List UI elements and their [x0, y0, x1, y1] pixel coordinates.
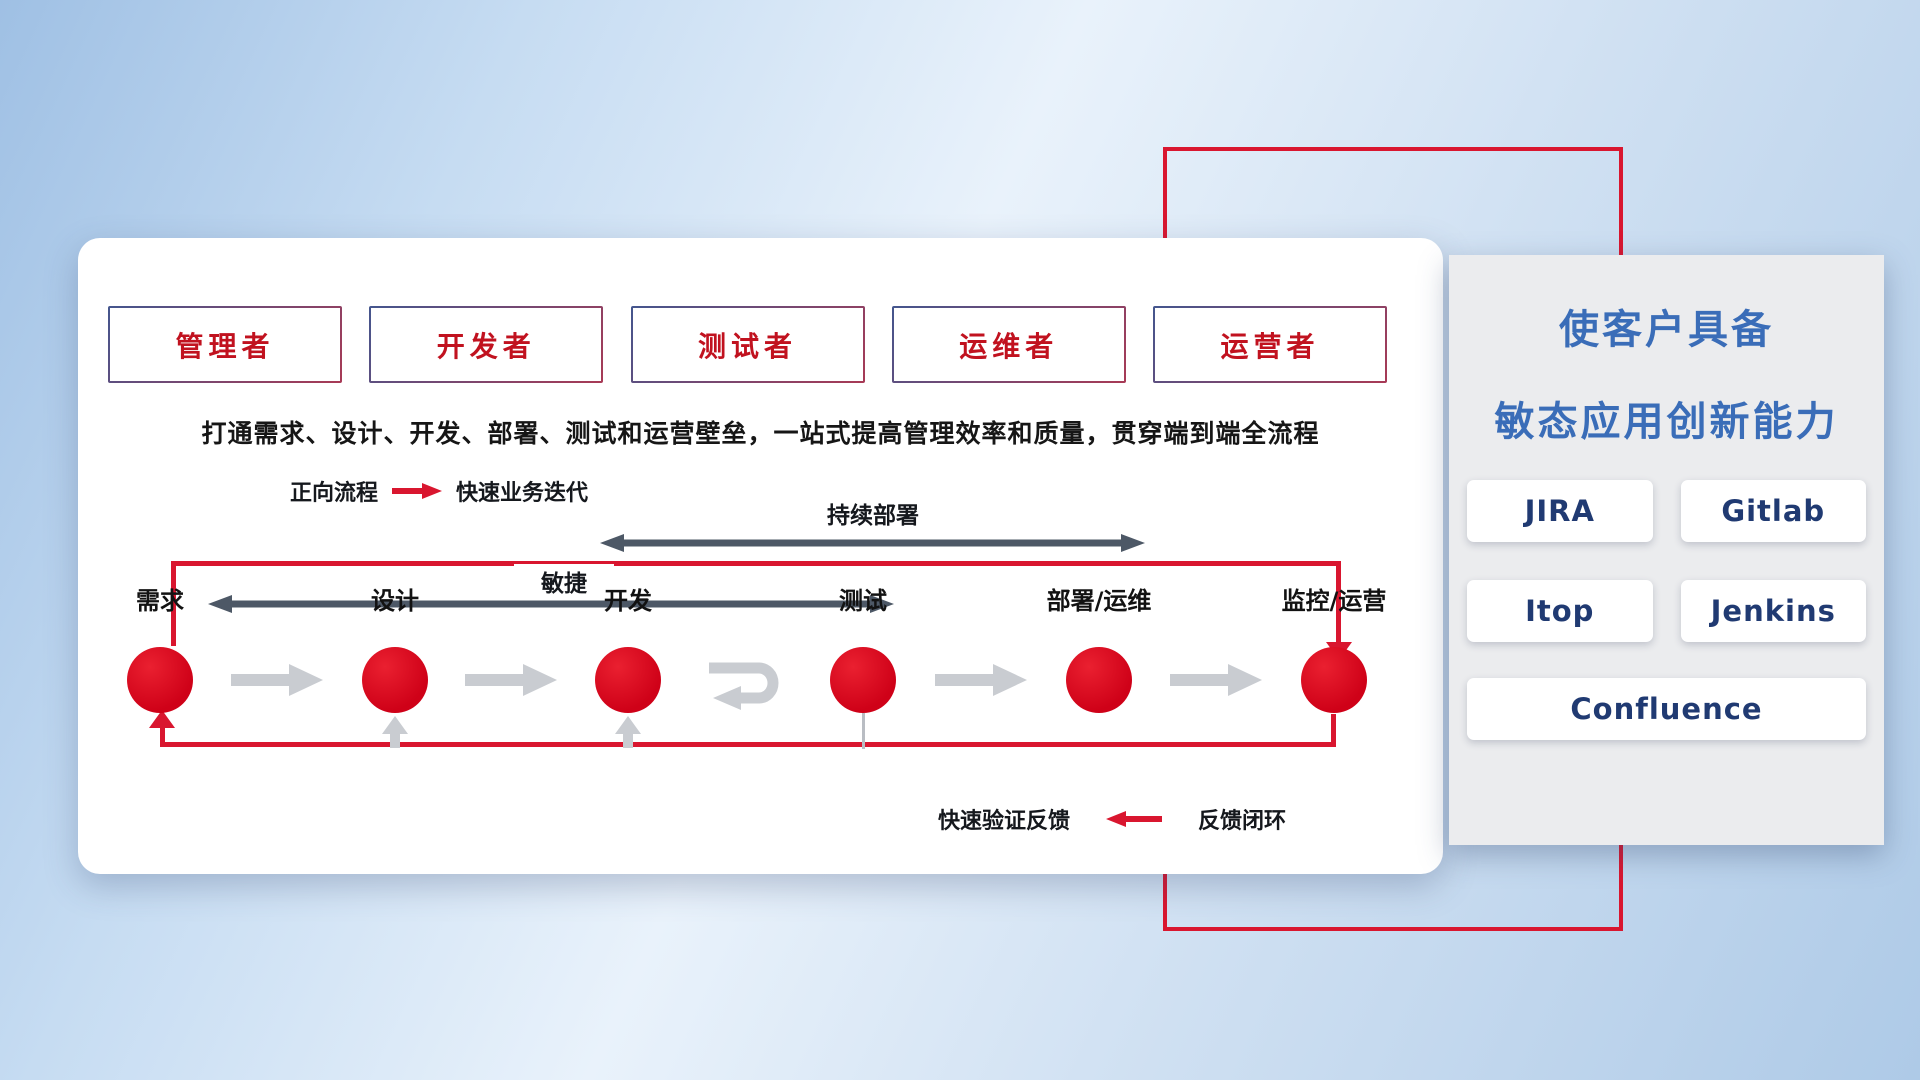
stage-label-requirement: 需求 — [136, 587, 184, 615]
role-box-ops: 运维者 — [892, 306, 1126, 383]
continuous-deployment-arrow-icon — [600, 534, 1145, 552]
iteration-loop-icon — [709, 662, 779, 710]
stage-label-monitor-op: 监控/运营 — [1281, 587, 1387, 615]
stage-node-design — [362, 647, 428, 713]
feedback-loop-line — [160, 714, 1336, 747]
test-feedback-connector — [862, 713, 865, 749]
tool-label: Itop — [1525, 594, 1595, 628]
tool-gitlab: Gitlab — [1680, 480, 1866, 542]
tool-row-1: JIRA Gitlab — [1467, 480, 1866, 542]
continuous-deployment-label: 持续部署 — [827, 503, 919, 529]
legend-forward-value: 快速业务迭代 — [456, 481, 589, 506]
flow-description: 打通需求、设计、开发、部署、测试和运营壁垒，一站式提高管理效率和质量，贯穿端到端… — [201, 419, 1320, 448]
stage-node-requirement — [127, 647, 193, 713]
feedback-loop-arrowhead-icon — [149, 710, 175, 728]
tool-label: Gitlab — [1721, 494, 1826, 528]
legend-feedback: 快速验证反馈 反馈闭环 — [938, 804, 1286, 834]
role-box-tester: 测试者 — [631, 306, 865, 383]
legend-feedback-label: 反馈闭环 — [1198, 809, 1287, 834]
role-label: 运营者 — [1220, 329, 1320, 363]
devops-flow-panel: 管理者 开发者 测试者 运维者 运营者 打通需求、设计、开发、部署、测试和运营壁… — [78, 238, 1443, 874]
roles-row: 管理者 开发者 测试者 运维者 运营者 — [108, 306, 1387, 383]
stage-label-test: 测试 — [839, 587, 887, 615]
tool-row-2: Itop Jenkins — [1467, 580, 1866, 642]
role-label: 运维者 — [959, 329, 1059, 363]
feedback-up-arrow-icon — [382, 716, 408, 748]
forward-arrow-icon — [392, 483, 443, 499]
tool-jira: JIRA — [1467, 480, 1653, 542]
tool-confluence: Confluence — [1467, 678, 1866, 740]
stage-label-develop: 开发 — [604, 587, 652, 615]
legend-feedback-value: 快速验证反馈 — [938, 809, 1071, 834]
feedback-up-arrow-icon — [615, 716, 641, 748]
tool-label: Confluence — [1570, 692, 1763, 726]
role-label: 管理者 — [175, 329, 275, 363]
tool-itop: Itop — [1467, 580, 1653, 642]
flow-arrow-icon — [1170, 664, 1262, 696]
legend-forward: 正向流程 快速业务迭代 — [290, 476, 588, 506]
stage-label-deploy-ops: 部署/运维 — [1046, 587, 1152, 615]
role-box-manager: 管理者 — [108, 306, 342, 383]
feedback-arrow-icon — [1106, 811, 1163, 827]
role-label: 测试者 — [697, 329, 797, 363]
legend-forward-label: 正向流程 — [290, 481, 379, 506]
tool-jenkins: Jenkins — [1680, 580, 1866, 642]
tool-label: JIRA — [1524, 494, 1595, 528]
role-box-developer: 开发者 — [369, 306, 603, 383]
role-label: 开发者 — [436, 329, 536, 363]
stage-node-monitor-op — [1301, 647, 1367, 713]
agile-arrow-icon — [208, 595, 894, 613]
stage-node-deploy-ops — [1066, 647, 1132, 713]
flow-arrow-icon — [935, 664, 1027, 696]
capability-title-line1: 使客户具备 — [1559, 307, 1774, 353]
stage-label-design: 设计 — [371, 587, 419, 615]
flow-arrow-icon — [465, 664, 557, 696]
role-box-operator: 运营者 — [1153, 306, 1387, 383]
capability-panel: 使客户具备 敏态应用创新能力 JIRA Gitlab Itop Jenkins … — [1449, 255, 1884, 845]
stage-node-develop — [595, 647, 661, 713]
forward-loop-line — [171, 561, 1341, 646]
agile-label: 敏捷 — [514, 564, 614, 598]
stage-node-test — [830, 647, 896, 713]
capability-title-line2: 敏态应用创新能力 — [1494, 399, 1839, 445]
flow-arrow-icon — [231, 664, 323, 696]
tool-label: Jenkins — [1710, 594, 1836, 628]
tool-row-3: Confluence — [1467, 678, 1866, 740]
